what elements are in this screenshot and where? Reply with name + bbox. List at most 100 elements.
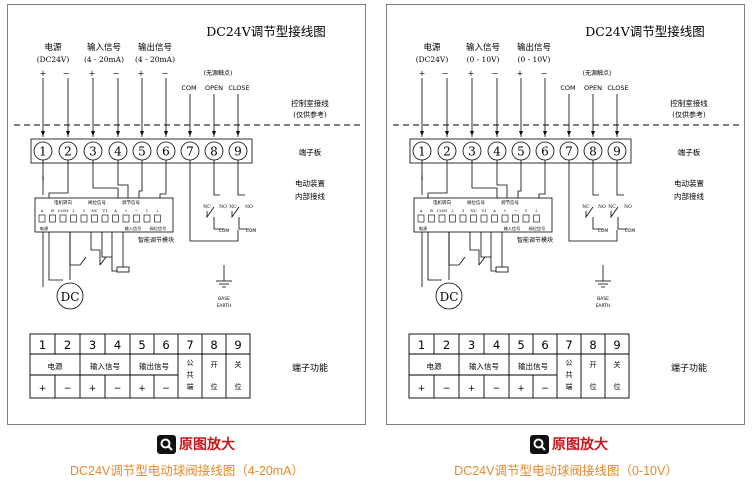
wire bbox=[471, 175, 498, 198]
module-pin-label: − bbox=[514, 208, 517, 213]
module-bottom-label: 电源 bbox=[419, 225, 428, 232]
zoom-label: 原图放大 bbox=[552, 437, 608, 453]
module-pin bbox=[122, 214, 130, 223]
table-sign: + bbox=[89, 384, 97, 394]
func-title: 端子功能 bbox=[671, 362, 707, 374]
terminal-number: 6 bbox=[162, 145, 170, 159]
module-top-label: 调节信号 bbox=[501, 199, 519, 206]
sign-label: + bbox=[40, 69, 47, 78]
module-bottom-label: 输入信号 bbox=[504, 225, 521, 232]
arrow-icon bbox=[519, 131, 523, 136]
module-pin bbox=[428, 214, 435, 223]
no-label: NO bbox=[624, 204, 632, 210]
terminal-number: 2 bbox=[64, 145, 72, 159]
module-pin bbox=[533, 214, 540, 223]
terminal-number: 8 bbox=[210, 145, 218, 159]
arrow-icon bbox=[567, 131, 571, 136]
module-pin bbox=[101, 214, 109, 223]
wire bbox=[159, 175, 167, 198]
input-label: 输入信号 bbox=[87, 42, 121, 53]
table-terminal-number: 9 bbox=[234, 338, 241, 352]
open-label: OPEN bbox=[584, 84, 602, 92]
table-terminal-number: 2 bbox=[64, 338, 71, 352]
no-label: NO bbox=[245, 204, 253, 210]
terminal-number: 6 bbox=[541, 145, 549, 159]
module-pin-label: + bbox=[124, 208, 127, 213]
terminal-board-label: 端子板 bbox=[299, 147, 322, 157]
caption-0-10v[interactable]: DC24V调节型电动球阀接线图（0-10V） bbox=[454, 464, 678, 478]
module-bottom-label: 阀位信号 bbox=[150, 225, 167, 232]
module-pin bbox=[49, 214, 56, 223]
table-terminal-number: 5 bbox=[138, 338, 145, 352]
module-pin bbox=[154, 214, 161, 223]
arrow-icon bbox=[212, 131, 216, 136]
sign-label: + bbox=[468, 69, 475, 78]
arrow-icon bbox=[140, 131, 144, 136]
wire bbox=[117, 175, 129, 198]
caption-4-20ma[interactable]: DC24V调节型电动球阀接线图（4-20mA） bbox=[69, 464, 305, 478]
wire bbox=[48, 175, 69, 198]
module-pin bbox=[501, 214, 509, 223]
sign-label: + bbox=[138, 69, 145, 78]
com-small-label: COM bbox=[219, 228, 230, 234]
zoom-original-button-left[interactable]: 原图放大 bbox=[157, 433, 235, 455]
power-sub: (DC24V) bbox=[37, 55, 70, 64]
module-pin bbox=[70, 214, 77, 223]
terminal-number: 1 bbox=[418, 145, 426, 159]
wire bbox=[92, 175, 119, 198]
power-label: 电源 bbox=[423, 42, 441, 53]
wire bbox=[206, 206, 215, 219]
module-pin-label: − bbox=[135, 208, 138, 213]
table-func-7: 端 bbox=[187, 382, 194, 391]
module-pin-label: 3 bbox=[83, 208, 86, 213]
func-title: 端子功能 bbox=[292, 362, 328, 374]
module-bottom-label: 输入信号 bbox=[125, 225, 142, 232]
table-terminal-number: 8 bbox=[589, 338, 596, 352]
module-pin-label: 1 bbox=[146, 208, 148, 213]
table-border bbox=[408, 333, 630, 399]
sign-label: − bbox=[162, 69, 169, 78]
terminal-number: 7 bbox=[565, 145, 573, 159]
wire bbox=[48, 232, 63, 281]
table-sign: + bbox=[468, 384, 476, 394]
control-room-label: 控制室接线 bbox=[291, 98, 329, 108]
wire bbox=[79, 256, 87, 266]
wire bbox=[427, 232, 442, 281]
actuator-label: 电动装置 bbox=[295, 178, 325, 188]
com-label: COM bbox=[181, 84, 196, 92]
no-label: NO bbox=[598, 204, 606, 210]
arrow-icon bbox=[116, 131, 120, 136]
terminal-number: 4 bbox=[493, 145, 501, 159]
table-sign: + bbox=[39, 384, 47, 394]
wire bbox=[138, 175, 143, 198]
module-pin-label: A bbox=[419, 208, 423, 213]
module-pin bbox=[470, 214, 477, 223]
table-terminal-number: 7 bbox=[565, 338, 572, 352]
output-label: 输出信号 bbox=[138, 42, 172, 53]
input-sub: (4 - 20mA) bbox=[84, 55, 124, 64]
terminal-number: 2 bbox=[443, 145, 451, 159]
close-label: CLOSE bbox=[607, 84, 628, 92]
table-terminal-number: 7 bbox=[186, 338, 193, 352]
table-func-8: 位 bbox=[211, 382, 218, 391]
base-label: BASE bbox=[597, 296, 609, 302]
module-label: 智能调节模块 bbox=[517, 236, 553, 244]
wire bbox=[616, 160, 624, 196]
table-terminal-number: 5 bbox=[517, 338, 524, 352]
module-pin-label: COM bbox=[58, 208, 68, 213]
wire bbox=[592, 160, 599, 196]
wiring-diagram-4-20ma: DC24V调节型接线图电源(DC24V)输入信号(4 - 20mA)输出信号(4… bbox=[7, 4, 366, 425]
wire bbox=[231, 206, 240, 219]
module-pin bbox=[512, 214, 519, 223]
input-label: 输入信号 bbox=[466, 42, 500, 53]
table-sign: + bbox=[418, 384, 426, 394]
module-pin bbox=[449, 214, 456, 223]
wire bbox=[237, 160, 245, 196]
table-func-7: 公 bbox=[187, 359, 194, 367]
nc-label: NC bbox=[203, 204, 211, 210]
wire bbox=[568, 160, 618, 242]
terminal-number: 8 bbox=[589, 145, 597, 159]
module-pin-label: B bbox=[430, 208, 433, 213]
zoom-original-button-right[interactable]: 原图放大 bbox=[530, 433, 608, 455]
